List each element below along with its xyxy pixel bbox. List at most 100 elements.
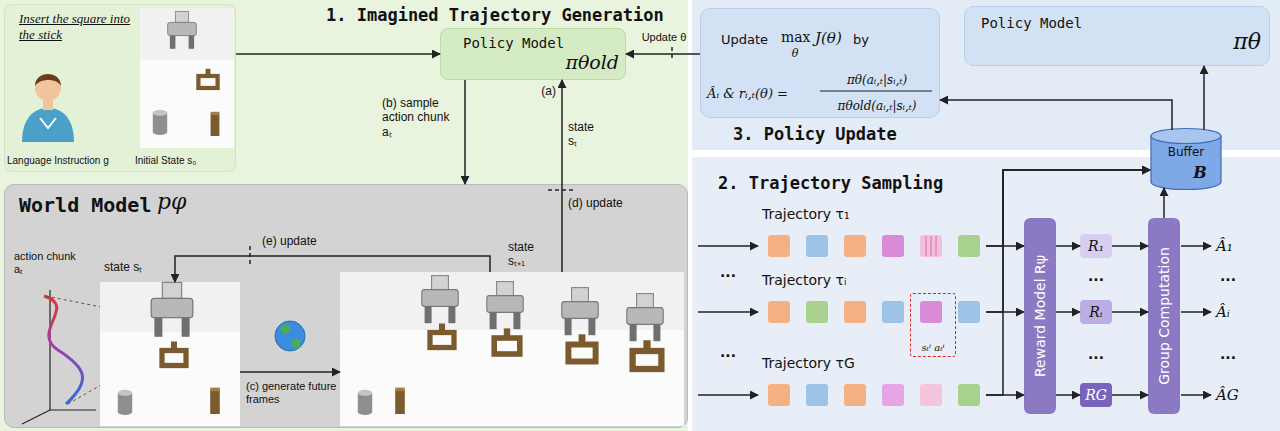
annotation-label: state sₜ [568,120,602,149]
text-slot: (a) [541,80,556,99]
trajectory-step [920,301,942,323]
edge-label: (c) generate future frames [246,380,338,406]
annotation-label: action chunk aₜ [14,250,80,276]
future-scene [430,324,454,348]
node-text: R₁ [1088,238,1104,254]
annotation-label: ... [720,344,736,360]
annotation-label: Âᵢ [1216,303,1230,321]
action-axes [22,410,50,424]
connector-arrow [1056,245,1080,247]
text-slot: Trajectory τ₁ [762,204,850,223]
trajectory-step [844,384,866,406]
node-text: Rᵢ [1089,304,1102,320]
advantage-arrow [1181,311,1211,313]
advantage-arrow [1181,394,1211,396]
node-text: RG [1085,387,1107,403]
annotation-label: ÂG [1216,386,1239,404]
trajectory-step [935,236,937,256]
text-slot: πθ [1233,29,1261,54]
text-slot: Âᵢ [1216,302,1230,321]
future-scene [422,276,458,324]
reward-model: Reward Model Rψ [1024,218,1056,414]
input-arrow [698,394,758,396]
connector-arrow [986,311,1024,313]
text-slot: Group Computation [1095,306,1233,325]
text-slot: state sₜ [104,256,142,275]
text-slot: πθold [565,51,619,73]
trajectory-step [920,235,942,257]
person-icon [22,108,74,142]
text-slot: Â₁ [1216,236,1233,255]
connector-arrow [986,170,1150,312]
text-slot: RG [1085,385,1107,404]
connector-arrow [561,80,563,272]
trajectory-step [925,236,927,256]
text-slot: state sₜ₊₁ [508,240,552,269]
connector-arrow [986,245,1024,247]
annotation-label: ... [1220,268,1236,284]
trajectory-step [806,301,828,323]
annotation-label: ... [1220,346,1236,362]
node-text: by [853,32,869,47]
state-scene [118,390,132,415]
trajectory-step [806,235,828,257]
node-text: πθ [1233,29,1261,54]
trajectory-row: Trajectory τ₁ [762,234,986,258]
trajectory-step [920,384,942,406]
policy-box: Policy Model πθ [964,6,1270,66]
node-text: Reward Model Rψ [1032,255,1048,377]
group-computation: Group Computation [1148,218,1180,414]
robot-scene [153,110,167,135]
action-axes [50,409,96,410]
text-slot: J(θ) [815,28,842,47]
node-text: 3. Policy Update [733,124,897,144]
trajectory-step [768,235,980,406]
fraction-bar [820,91,932,92]
connector-arrow [236,53,440,55]
node-text: Policy Model [463,35,564,51]
robot-scene [198,69,217,88]
node-text: World Model [19,193,151,217]
edge-label: (e) update [262,234,317,248]
future-scene [340,272,684,426]
person-icon [35,75,61,101]
node-text: Trajectory τ₁ [762,206,850,222]
state-scene [151,282,193,336]
reward-box: RG [1080,383,1112,407]
trajectory-step [844,235,866,257]
trajectory-step [882,301,904,323]
text-slot: Policy Model [981,13,1082,32]
trajectory-step [844,301,866,323]
connector-arrow [1112,394,1148,396]
globe-icon [275,321,305,351]
text-slot: Update [721,29,768,48]
trajectory-row: Trajectory τG [762,383,986,407]
node-text: 2. Trajectory Sampling [718,173,943,193]
trajectory-step [958,301,980,323]
input-arrow [698,311,758,313]
text-slot: ... [1088,344,1104,363]
trajectory-row: sₜⁱ aₜⁱTrajectory τᵢ [762,300,986,324]
trajectory-step [806,384,828,406]
annotation-label: ... [1088,268,1104,284]
connector-arrow [986,170,1150,395]
reward-box: Rᵢ [1080,300,1112,324]
annotation-label: Â₁ [1216,237,1233,255]
connector-arrow [626,53,700,55]
connector-arrow [1112,311,1148,313]
advantage-arrow [1181,245,1211,247]
stop-gradient-mark [250,47,672,266]
text-slot: ... [1220,344,1236,363]
globe-icon [280,324,290,334]
connector-arrow [240,371,340,373]
future-scene [494,328,520,354]
trajectory-step [768,384,790,406]
trajectory-step [768,301,790,323]
robot-scene [140,8,234,148]
stop-gradient-mark [548,189,576,191]
reward-box: R₁ [1080,234,1112,258]
state-scene [210,388,220,414]
